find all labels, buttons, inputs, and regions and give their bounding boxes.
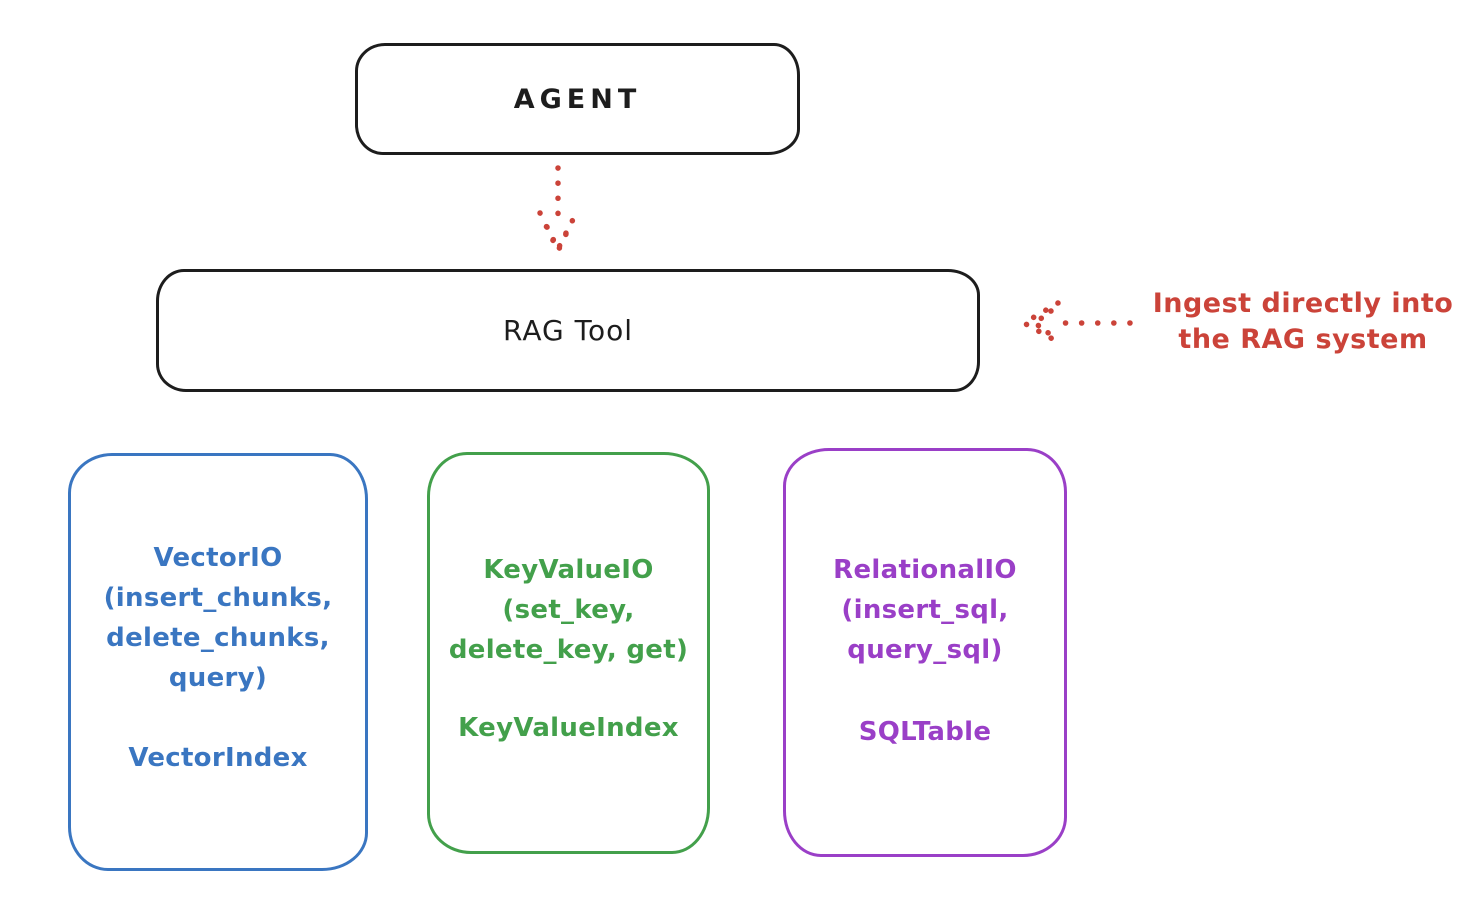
backend-line: VectorIO — [153, 543, 283, 573]
backend-line: (insert_sql, — [841, 595, 1009, 625]
backend-line: query_sql) — [847, 635, 1003, 665]
backend-card-keyvalueio: KeyValueIO (set_key, delete_key, get) Ke… — [427, 452, 710, 854]
backend-index-label: KeyValueIndex — [458, 713, 679, 743]
backend-card-relationalio: RelationalIO (insert_sql, query_sql) SQL… — [783, 448, 1067, 857]
arrow-annotation-to-rag — [1018, 300, 1133, 345]
backend-card-vectorio: VectorIO (insert_chunks, delete_chunks, … — [68, 453, 368, 871]
agent-node: AGENT — [355, 43, 800, 155]
backend-line: (set_key, — [502, 595, 635, 625]
backend-index-label: SQLTable — [858, 717, 992, 747]
ingest-annotation-line2: the RAG system — [1178, 324, 1428, 355]
agent-label: AGENT — [513, 83, 642, 115]
ingest-annotation-line1: Ingest directly into — [1152, 288, 1454, 319]
rag-tool-node: RAG Tool — [156, 269, 980, 392]
rag-tool-label: RAG Tool — [503, 314, 633, 347]
backend-line: (insert_chunks, — [103, 583, 333, 613]
backend-index-label: VectorIndex — [128, 743, 308, 773]
ingest-annotation: Ingest directly into the RAG system — [1138, 286, 1468, 358]
backend-line: query) — [168, 663, 268, 693]
backend-line: delete_chunks, — [106, 623, 330, 653]
backend-line: delete_key, get) — [448, 635, 689, 665]
backend-line: KeyValueIO — [483, 555, 654, 585]
backend-line: RelationalIO — [833, 555, 1017, 585]
arrow-agent-to-rag — [537, 165, 579, 258]
